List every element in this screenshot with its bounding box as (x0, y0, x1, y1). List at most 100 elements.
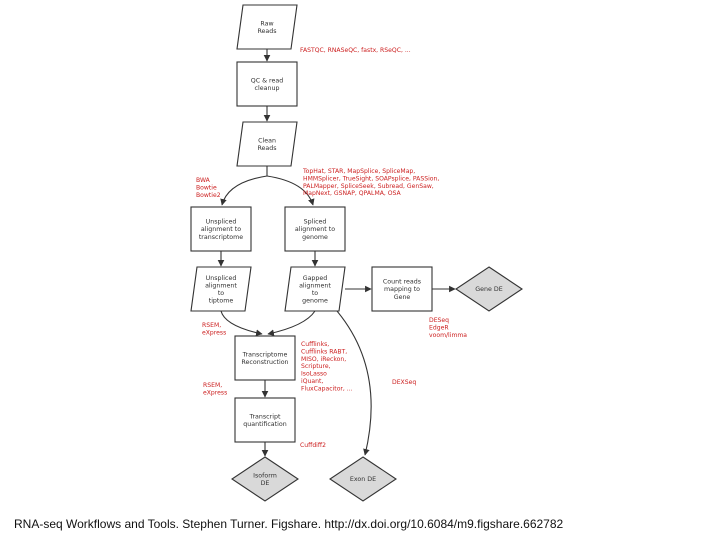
tool-name-line: Bowtie2 (196, 192, 221, 199)
node-label-line: cleanup (255, 85, 280, 92)
edge-clean-to-spliced (266, 175, 315, 206)
node-label-line: Gapped (303, 275, 328, 282)
tool-name-line: DEXSeq (392, 379, 416, 386)
tool-name-line: eXpress (202, 329, 226, 336)
tool-name-line: Cuffdiff2 (300, 442, 326, 449)
tool-list-cuffdiff: Cuffdiff2 (300, 442, 326, 449)
tool-annotations: FASTQC, RNASeQC, fastx, RSeQC, ...BWABow… (196, 47, 467, 449)
tool-list-spliced-aligners: TopHat, STAR, MapSplice, SpliceMap,HMMSp… (302, 168, 439, 197)
tool-name-line: RSEM, (202, 322, 221, 329)
tool-list-reconstruction: Cufflinks,Cufflinks RABT,MISO, iReckon,S… (301, 341, 353, 392)
edge-clean-to-unspliced (220, 166, 268, 206)
node-label-line: Raw (260, 20, 273, 27)
tool-name-line: MISO, iReckon, (301, 356, 346, 363)
tool-name-line: EdgeR (429, 324, 449, 331)
tool-name-line: iQuant, (301, 378, 323, 385)
tool-name-line: Cufflinks, (301, 341, 329, 348)
node-label-line: Exon DE (350, 476, 376, 483)
node-gene-de: Gene DE (455, 266, 523, 312)
tool-name-line: IsoLasso (301, 371, 327, 378)
node-label-line: transcriptome (199, 234, 243, 241)
node-label-line: Reads (257, 28, 276, 35)
edge-spliced-to-reconstruction (267, 310, 316, 336)
node-label-line: alignment (299, 282, 331, 289)
node-exon-de: Exon DE (329, 456, 397, 502)
result-diamond (231, 456, 299, 502)
process-box (190, 206, 252, 252)
node-label-line: to (312, 290, 318, 297)
node-label-line: genome (302, 298, 328, 305)
node-label-line: alignment to (295, 226, 335, 233)
process-box (234, 397, 296, 443)
tool-list-dexseq: DEXSeq (392, 379, 416, 386)
node-label-line: Transcriptome (242, 351, 288, 358)
node-label-line: mapping to (384, 286, 420, 293)
node-label-line: DE (261, 480, 270, 487)
tool-list-express-2: RSEM,eXpress (203, 382, 227, 396)
node-label-line: alignment (205, 282, 237, 289)
tool-list-qc: FASTQC, RNASeQC, fastx, RSeQC, ... (300, 47, 411, 54)
tool-name-line: PALMapper, SpliceSeek, Subread, GenSaw, (303, 183, 434, 190)
process-box (371, 266, 433, 312)
node-label-line: Count reads (383, 279, 421, 286)
node-label-line: genome (302, 234, 328, 241)
data-parallelogram (284, 266, 346, 312)
tool-name-line: voom/limma (429, 332, 467, 339)
node-label-line: tiptome (209, 298, 234, 305)
node-label-line: alignment to (201, 226, 241, 233)
tool-name-line: FASTQC, RNASeQC, fastx, RSeQC, ... (300, 47, 411, 54)
figure-caption: RNA-seq Workflows and Tools. Stephen Tur… (14, 517, 564, 531)
result-diamond (329, 456, 397, 502)
data-parallelogram (190, 266, 252, 312)
node-label-line: Unspliced (206, 275, 237, 282)
tool-name-line: TopHat, STAR, MapSplice, SpliceMap, (302, 168, 415, 175)
process-box (234, 335, 296, 381)
node-label-line: Reads (257, 145, 276, 152)
tool-name-line: BWA (196, 177, 211, 184)
node-label-line: Spliced (304, 219, 327, 226)
edge-unspliced-to-reconstruction (220, 310, 263, 336)
tool-name-line: Scripture, (301, 363, 331, 370)
node-label-line: Reconstruction (241, 359, 288, 366)
tool-name-line: eXpress (203, 389, 227, 396)
tool-name-line: RSEM, (203, 382, 222, 389)
node-label-line: QC & read (251, 77, 283, 84)
tool-name-line: MapNext, GSNAP, QPALMA, OSA (303, 190, 402, 197)
tool-name-line: Cufflinks RABT, (301, 348, 347, 355)
data-parallelogram (236, 4, 298, 50)
tool-name-line: Bowtie (196, 184, 217, 191)
node-label-line: Isoform (253, 472, 277, 479)
result-diamond (455, 266, 523, 312)
process-box (284, 206, 346, 252)
connector-lines (217, 49, 456, 457)
node-label-line: Transcript (249, 413, 281, 420)
node-label-line: Gene (394, 294, 411, 301)
tool-name-line: HMMSplicer, TrueSight, SOAPsplice, PASSi… (303, 175, 439, 182)
process-box (236, 61, 298, 107)
edge-mapped-to-exonde (324, 297, 372, 456)
data-parallelogram (236, 121, 298, 167)
node-label-line: to (218, 290, 224, 297)
tool-name-line: FluxCapacitor, ... (301, 385, 353, 392)
node-label-line: Gene DE (475, 286, 502, 293)
node-label-line: Unspliced (206, 219, 237, 226)
tool-list-express-1: RSEM,eXpress (202, 322, 226, 336)
tool-name-line: DESeq (429, 317, 449, 324)
node-label-line: Clean (258, 137, 276, 144)
node-label-line: quantification (243, 421, 286, 428)
